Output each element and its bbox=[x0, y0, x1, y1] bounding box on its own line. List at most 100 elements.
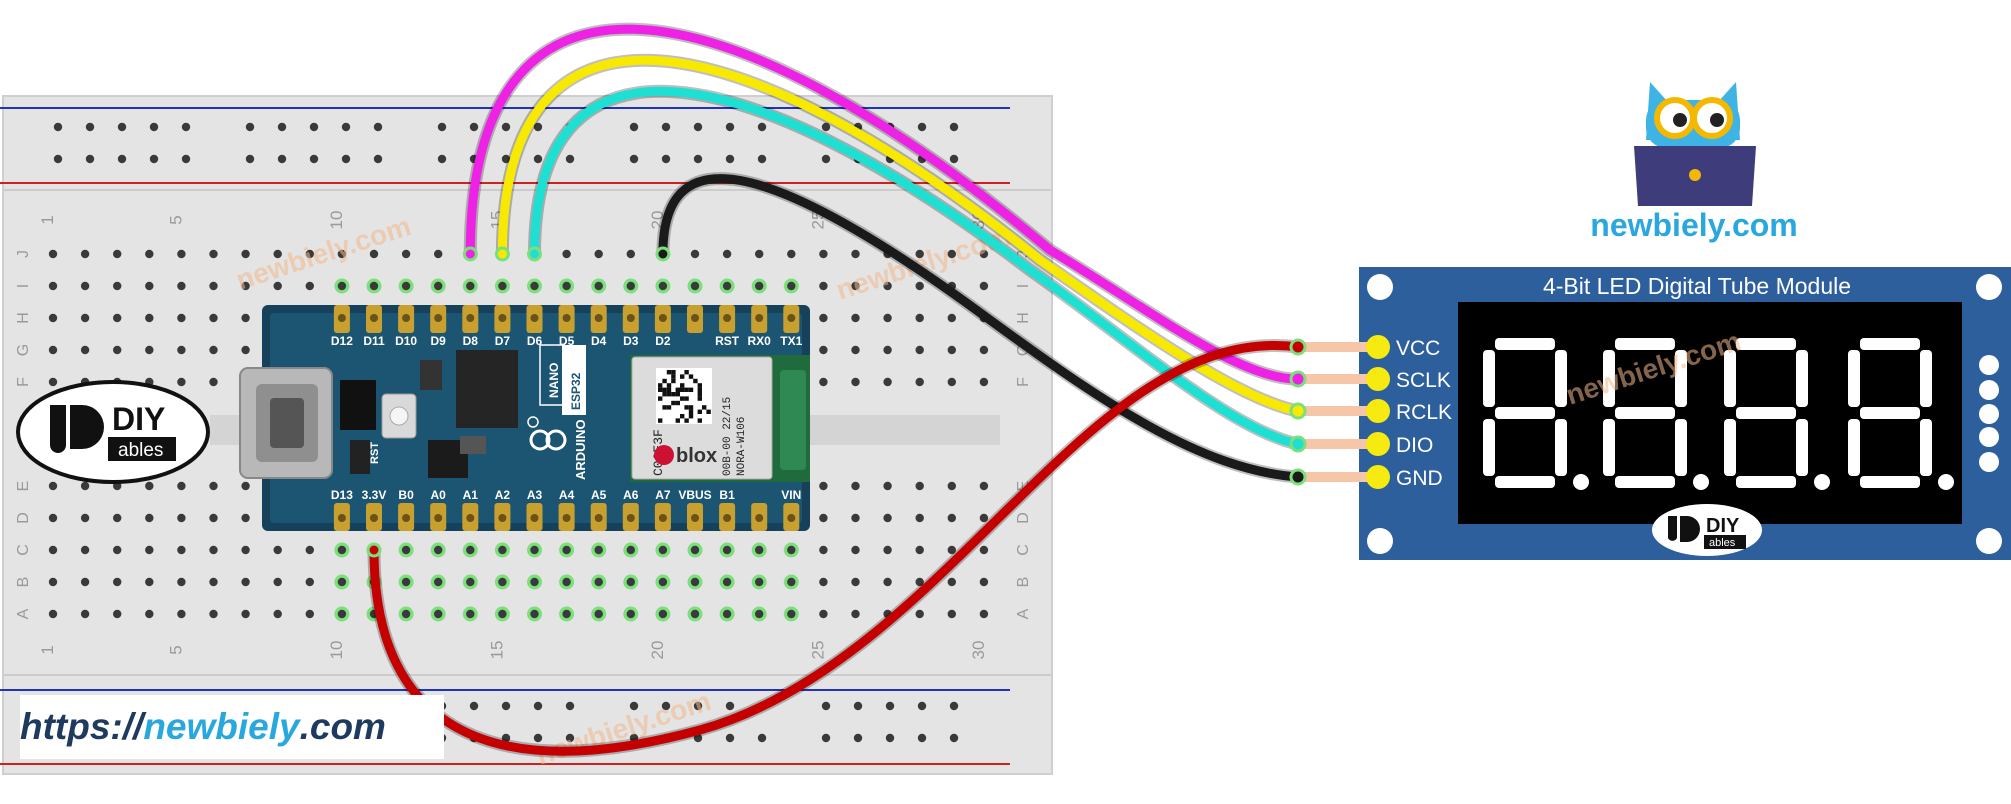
brand-site: newbiely.com bbox=[1590, 207, 1797, 243]
row-letter: C bbox=[1015, 544, 1032, 556]
header-pin-hole bbox=[691, 514, 699, 522]
header-pin-hole bbox=[594, 314, 603, 322]
breadboard-hole bbox=[53, 122, 63, 132]
breadboard-hole bbox=[48, 249, 58, 259]
row-letter: C bbox=[15, 544, 32, 556]
breadboard-hole bbox=[80, 513, 90, 523]
row-letter: A bbox=[15, 608, 32, 619]
breadboard-hole bbox=[915, 545, 924, 555]
breadboard-hole bbox=[305, 281, 314, 291]
breadboard-hole bbox=[722, 281, 732, 291]
segment bbox=[1724, 350, 1736, 407]
breadboard-hole bbox=[80, 577, 90, 587]
breadboard-hole bbox=[337, 281, 347, 291]
breadboard-hole bbox=[693, 154, 703, 164]
breadboard-hole bbox=[755, 577, 764, 587]
breadboard-hole bbox=[947, 609, 956, 619]
module-hole bbox=[1979, 427, 1999, 447]
breadboard-hole bbox=[469, 122, 479, 132]
breadboard-hole bbox=[209, 609, 218, 619]
module-pin-label: GND bbox=[1396, 467, 1443, 490]
breadboard-hole bbox=[401, 249, 411, 259]
smd-component bbox=[350, 440, 370, 474]
reset-button-cap[interactable] bbox=[389, 406, 409, 426]
breadboard-hole bbox=[979, 281, 989, 291]
breadboard-hole bbox=[661, 154, 671, 164]
breadboard-hole bbox=[341, 154, 351, 164]
column-number: 20 bbox=[648, 641, 667, 660]
header-pin-hole bbox=[562, 514, 571, 522]
header-pin-hole bbox=[498, 314, 507, 322]
breadboard-hole bbox=[177, 609, 186, 619]
breadboard-hole bbox=[181, 154, 191, 164]
breadboard-hole bbox=[947, 313, 956, 323]
pin-label: D4 bbox=[591, 334, 607, 348]
header-pin-hole bbox=[626, 314, 635, 322]
breadboard-hole bbox=[851, 481, 860, 491]
pin-label: B1 bbox=[719, 488, 735, 502]
pin-label: VIN bbox=[781, 488, 801, 502]
segment bbox=[1495, 476, 1555, 488]
breadboard-hole bbox=[305, 609, 314, 619]
header-pin-hole bbox=[723, 314, 732, 322]
breadboard-hole bbox=[821, 733, 831, 743]
breadboard-hole bbox=[755, 249, 764, 259]
pin-leg bbox=[1298, 406, 1378, 416]
breadboard-hole bbox=[437, 122, 447, 132]
breadboard-hole bbox=[401, 609, 411, 619]
mount-hole bbox=[1367, 274, 1393, 300]
row-letter: H bbox=[1015, 312, 1032, 324]
breadboard-hole bbox=[373, 122, 383, 132]
diyables-logo-bar bbox=[108, 437, 176, 461]
breadboard-hole bbox=[434, 249, 443, 259]
diyables-logo: DIY ables bbox=[16, 380, 210, 484]
breadboard-hole bbox=[337, 545, 347, 555]
breadboard-hole bbox=[273, 577, 282, 587]
breadboard-hole bbox=[48, 281, 58, 291]
breadboard-hole bbox=[787, 577, 796, 587]
breadboard-hole bbox=[241, 249, 250, 259]
breadboard-hole bbox=[434, 577, 443, 587]
pin-leg bbox=[1298, 374, 1378, 384]
side-label-nano: NANO bbox=[547, 363, 561, 398]
segment bbox=[1495, 407, 1555, 419]
segment bbox=[1796, 350, 1808, 407]
breadboard-hole bbox=[690, 249, 700, 259]
breadboard-hole bbox=[626, 249, 635, 259]
breadboard-hole bbox=[693, 733, 703, 743]
owl-mascot-icon bbox=[1634, 82, 1756, 206]
pin-label: D11 bbox=[363, 334, 385, 348]
breadboard-hole bbox=[693, 701, 703, 711]
breadboard-hole bbox=[533, 122, 543, 132]
pin-label: B0 bbox=[398, 488, 414, 502]
breadboard-hole bbox=[241, 609, 250, 619]
header-pin-hole bbox=[691, 314, 699, 322]
breadboard-hole bbox=[117, 154, 127, 164]
pin-label: D12 bbox=[331, 334, 353, 348]
rst-label: RST bbox=[369, 442, 381, 464]
segment bbox=[1483, 419, 1495, 476]
breadboard-hole bbox=[947, 545, 956, 555]
breadboard-hole bbox=[787, 545, 796, 555]
breadboard-hole bbox=[177, 345, 186, 355]
breadboard-hole bbox=[533, 701, 543, 711]
column-number: 1 bbox=[38, 645, 57, 654]
header-pin-hole bbox=[370, 314, 378, 322]
breadboard-hole bbox=[629, 122, 639, 132]
breadboard-hole bbox=[819, 577, 828, 587]
breadboard-hole bbox=[241, 345, 250, 355]
breadboard-hole bbox=[853, 733, 863, 743]
breadboard-hole bbox=[757, 733, 767, 743]
breadboard-hole bbox=[177, 377, 186, 387]
decimal-point bbox=[1693, 474, 1709, 490]
breadboard-hole bbox=[851, 609, 860, 619]
breadboard-hole bbox=[947, 377, 956, 387]
breadboard-hole bbox=[915, 377, 924, 387]
breadboard-hole bbox=[658, 577, 668, 587]
segment bbox=[1603, 350, 1615, 407]
breadboard-hole bbox=[565, 701, 575, 711]
wire-rclk-yellow bbox=[497, 55, 1303, 416]
breadboard-hole bbox=[594, 545, 603, 555]
